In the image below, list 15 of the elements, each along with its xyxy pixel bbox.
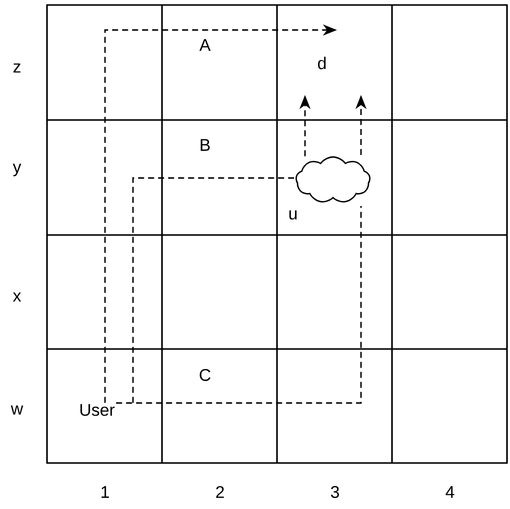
cell-label: A — [199, 39, 211, 51]
node-caption: u — [289, 210, 297, 220]
row-label: z — [13, 64, 20, 72]
column-label: 2 — [216, 486, 224, 498]
column-label: 3 — [330, 486, 339, 498]
cell-label: C — [200, 369, 210, 381]
column-label: 1 — [102, 486, 109, 498]
cloud-shape — [296, 156, 371, 202]
cell-label: B — [200, 139, 210, 151]
row-label: w — [10, 406, 24, 414]
row-label: x — [12, 292, 22, 302]
user-label: User — [80, 404, 115, 416]
point-label: d — [318, 56, 326, 70]
column-label: 4 — [446, 486, 454, 498]
row-label: y — [12, 164, 22, 176]
